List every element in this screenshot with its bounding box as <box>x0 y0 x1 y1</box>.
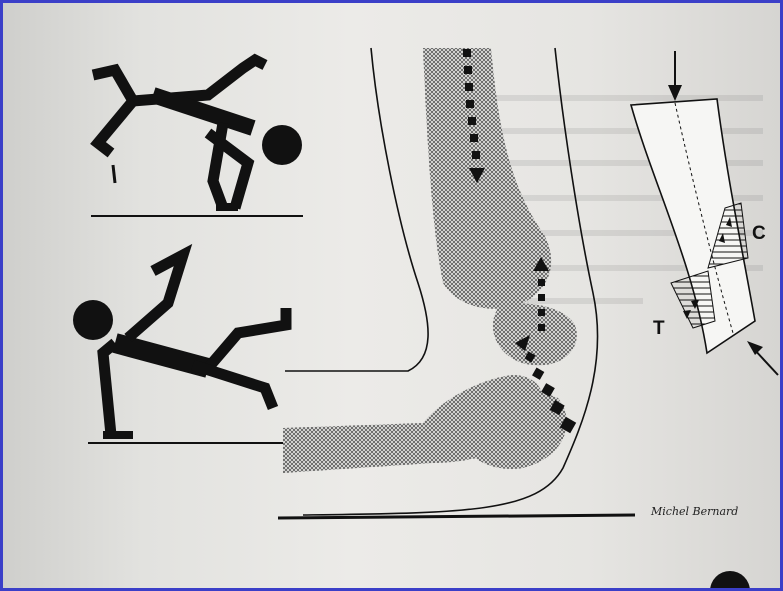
elbow-fall-diagram: Michel Bernard C T <box>3 3 780 588</box>
compression-label: C <box>752 223 766 244</box>
tension-label: T <box>653 318 665 339</box>
head-top <box>262 125 302 165</box>
corner-dot <box>710 571 750 588</box>
ground-line <box>278 515 635 518</box>
head-bottom <box>73 300 113 340</box>
humerus <box>423 48 551 309</box>
falling-figure-bottom <box>73 255 293 443</box>
falling-figure-top <box>91 60 303 216</box>
artist-signature: Michel Bernard <box>650 505 738 518</box>
forearm-bones <box>283 304 577 473</box>
